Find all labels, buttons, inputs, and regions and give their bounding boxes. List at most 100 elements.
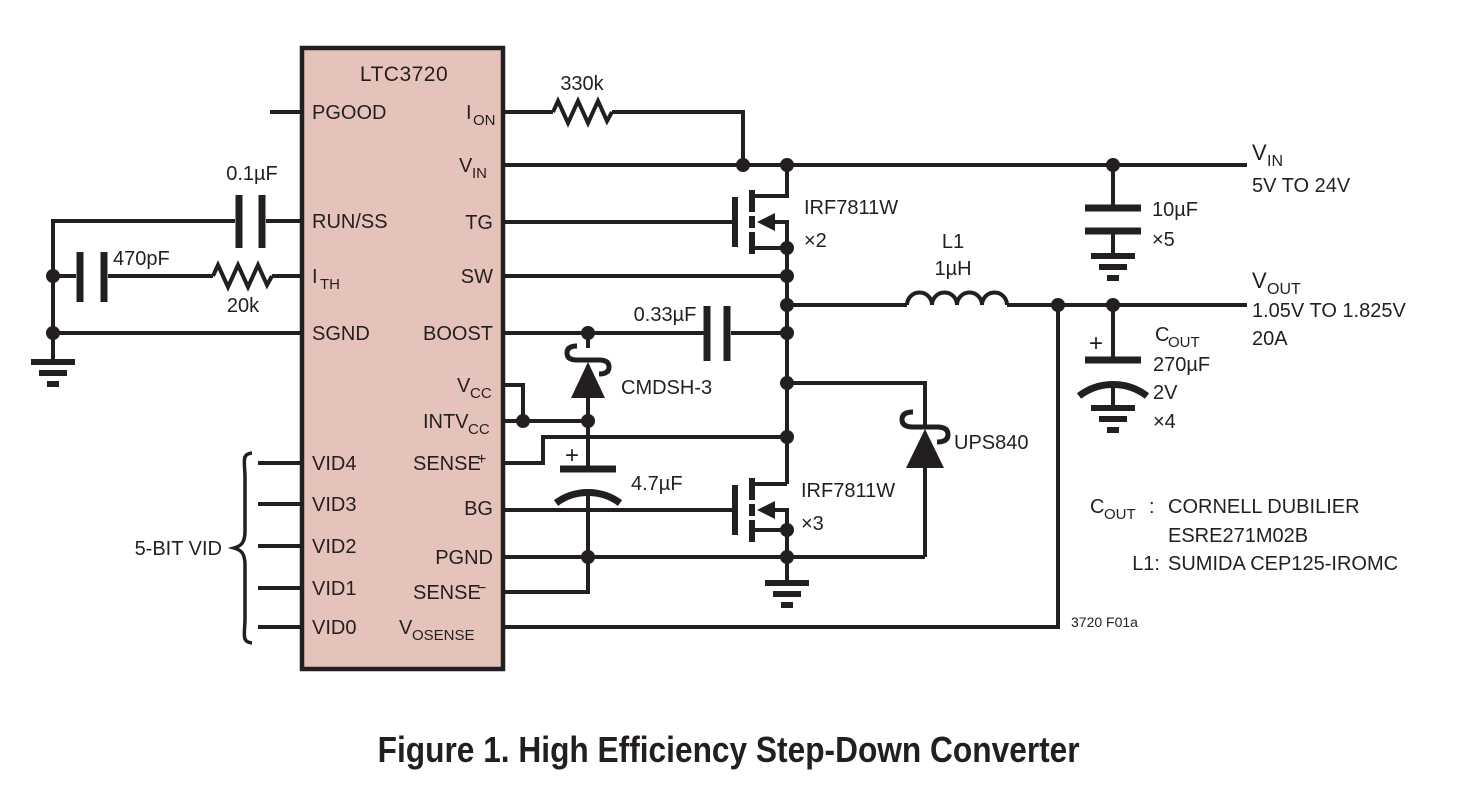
c033uf-label: 0.33µF <box>634 304 697 326</box>
r20k-label: 20k <box>227 295 260 317</box>
left-circuit: 5-BIT VID 0.1µF 470pF 20k <box>31 110 302 645</box>
cout-value-label: 270µF <box>1153 354 1210 376</box>
note-cout-line2: ESRE271M02B <box>1168 525 1308 547</box>
cmdsh3-diode-triangle <box>571 362 605 398</box>
c470pf-label: 470pF <box>113 248 170 270</box>
junction-dot <box>780 550 794 564</box>
ion-wire-right <box>612 110 745 165</box>
note-cout-ref: C <box>1090 496 1104 518</box>
vin-terminal: V IN 5V TO 24V <box>1252 140 1351 197</box>
pin-label-vid4: VID4 <box>312 453 356 475</box>
junction-dot <box>1106 158 1120 172</box>
junction-dot <box>780 241 794 255</box>
sensep-wire <box>503 435 787 465</box>
fet-bot-qty-label: ×3 <box>801 513 824 535</box>
boost-circuit: 0.33µF CMDSH-3 <box>503 304 787 423</box>
capacitor-470pf <box>76 252 108 302</box>
ic-block: LTC3720 PGOOD RUN/SS I TH SGND VID4 VID3… <box>299 45 506 672</box>
vcc-wire <box>503 383 525 421</box>
ground-symbol-fet <box>765 580 809 608</box>
mosfet-body-arrow <box>757 213 775 231</box>
capacitor-10uf <box>1085 204 1141 235</box>
figure-caption-group: Figure 1. High Efficiency Step-Down Conv… <box>378 730 1080 770</box>
pin-label-runss: RUN/SS <box>312 211 388 233</box>
cout-ref-label: C <box>1155 324 1169 346</box>
mosfet-body-arrow <box>757 501 775 519</box>
fet-top-qty-label: ×2 <box>804 230 827 252</box>
cin-qty-label: ×5 <box>1152 229 1175 251</box>
pin-label-ion: I <box>466 102 472 124</box>
pin-label-sensen: SENSE <box>413 582 481 604</box>
cout-qty-label: ×4 <box>1153 411 1176 433</box>
pin-label-sensep: SENSE <box>413 453 481 475</box>
junction-dot <box>1051 298 1065 312</box>
bottom-mosfet: IRF7811W ×3 <box>732 478 895 608</box>
capacitor-033uf <box>703 306 731 361</box>
pin-label-vosense-sub: OSENSE <box>412 627 475 644</box>
vid-group-label: 5-BIT VID <box>135 538 222 560</box>
junction-dot <box>780 158 794 172</box>
resistor-20k <box>211 260 274 292</box>
pin-label-vid3: VID3 <box>312 494 356 516</box>
junction-dot <box>581 326 595 340</box>
note-l1-ref: L1: <box>1132 553 1160 575</box>
pin-label-vin: V <box>459 155 473 177</box>
ion-vin-circuit: 330k <box>503 73 1247 167</box>
junction-dot <box>780 269 794 283</box>
vin-terminal-sub: IN <box>1267 153 1283 170</box>
pin-label-tg: TG <box>465 212 493 234</box>
fet-bot-part-label: IRF7811W <box>801 480 895 502</box>
pin-label-sw: SW <box>461 266 493 288</box>
cout-voltage-label: 2V <box>1153 382 1178 404</box>
pin-label-vid2: VID2 <box>312 536 356 558</box>
pin-label-vid1: VID1 <box>312 578 356 600</box>
note-cout-ref-sub: OUT <box>1104 506 1136 523</box>
ups840-diode-triangle <box>906 429 944 468</box>
pin-label-ith-sub: TH <box>320 276 340 293</box>
pin-label-intvcc-sub: CC <box>468 421 490 438</box>
ups840-schottky-bar <box>899 409 951 445</box>
c47uf-plus-sign: + <box>565 442 579 469</box>
vid-stub-wires <box>258 461 302 629</box>
junction-dot <box>780 376 794 390</box>
junction-dot <box>46 269 60 283</box>
pin-label-vid0: VID0 <box>312 617 356 639</box>
junction-dot <box>581 414 595 428</box>
vosense-wire <box>503 305 1060 629</box>
pin-label-sensen-sup: − <box>477 580 486 597</box>
cout-ref-sub: OUT <box>1168 334 1200 351</box>
top-mosfet: IRF7811W ×2 <box>503 165 898 254</box>
vout-terminal: V OUT 1.05V TO 1.825V 20A <box>1252 268 1406 350</box>
vin-terminal-desc: 5V TO 24V <box>1252 175 1351 197</box>
cmdsh3-label: CMDSH-3 <box>621 377 712 399</box>
intvcc-cap-circuit: + 4.7µF <box>553 421 683 557</box>
ups840-label: UPS840 <box>954 432 1029 454</box>
pin-label-boost: BOOST <box>423 323 493 345</box>
input-cap-circuit: 10µF ×5 <box>1085 165 1198 281</box>
pin-label-sensep-sup: + <box>477 451 486 468</box>
inductor-l1 <box>905 290 1009 306</box>
ic-title: LTC3720 <box>360 63 448 86</box>
junction-dot <box>1106 298 1120 312</box>
r330k-label: 330k <box>560 73 604 95</box>
ground-symbol-left <box>31 359 75 387</box>
cmdsh3-schottky-bar <box>564 343 612 377</box>
junction-dot <box>581 550 595 564</box>
resistor-330k <box>551 96 614 128</box>
junction-dot <box>780 430 794 444</box>
vout-terminal-desc1: 1.05V TO 1.825V <box>1252 300 1406 322</box>
junction-dots <box>46 158 1120 564</box>
junction-dot <box>736 158 750 172</box>
junction-dot <box>780 298 794 312</box>
sensen-wire <box>503 557 590 594</box>
cout-plus-sign: + <box>1089 330 1103 357</box>
figure-id: 3720 F01a <box>1071 614 1138 630</box>
vout-terminal-label: V <box>1252 268 1267 293</box>
pin-label-ion-sub: ON <box>473 112 496 129</box>
pin-label-pgood: PGOOD <box>312 102 386 124</box>
pin-label-pgnd: PGND <box>435 547 493 569</box>
component-notes: C OUT : CORNELL DUBILIER ESRE271M02B L1:… <box>1071 496 1398 630</box>
pin-label-vcc-sub: CC <box>470 385 492 402</box>
fet-top-part-label: IRF7811W <box>804 197 898 219</box>
